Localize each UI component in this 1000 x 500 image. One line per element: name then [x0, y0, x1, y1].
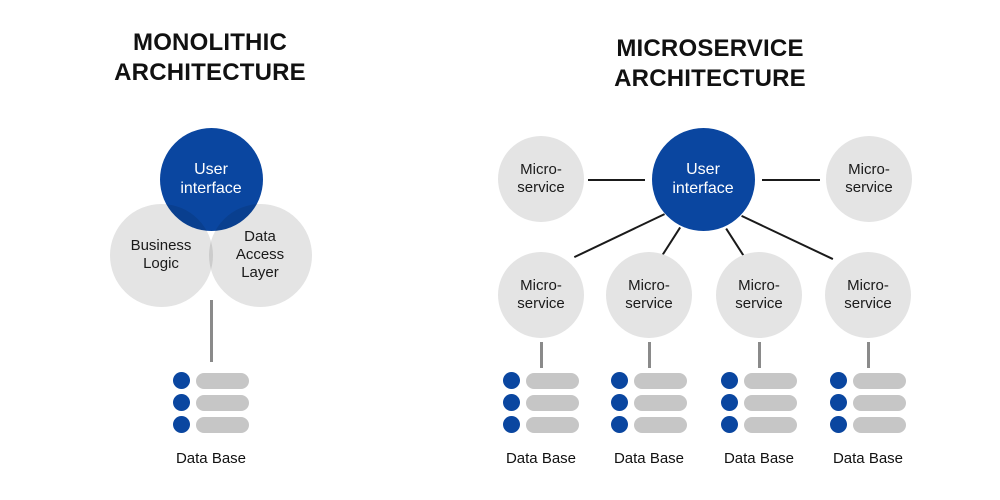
database-row	[173, 416, 249, 433]
database-dot-icon	[503, 394, 520, 411]
database-icon-2	[611, 372, 687, 433]
circle-microservice-3-label: Micro- service	[735, 277, 783, 312]
database-row	[830, 416, 906, 433]
database-dot-icon	[830, 372, 847, 389]
database-bar	[634, 416, 687, 433]
database-row	[503, 372, 579, 389]
circle-microservice-2[interactable]: Micro- service	[606, 252, 692, 338]
database-dot-icon	[721, 394, 738, 411]
monolithic-title-line2: ARCHITECTURE	[114, 59, 306, 86]
circle-microservice-3[interactable]: Micro- service	[716, 252, 802, 338]
database-row	[503, 394, 579, 411]
database-dot-icon	[721, 372, 738, 389]
database-row	[611, 372, 687, 389]
database-icon-1	[503, 372, 579, 433]
circle-user-interface-center-label: User interface	[672, 161, 734, 197]
database-dot-icon	[173, 416, 190, 433]
circle-user-interface-label: User interface	[180, 161, 242, 197]
database-dot-icon	[503, 416, 520, 433]
database-bar	[744, 416, 797, 433]
database-bar	[853, 394, 906, 411]
database-bar	[744, 394, 797, 411]
connector-monolith-to-database	[209, 300, 213, 362]
database-row	[721, 372, 797, 389]
database-icon-monolithic	[173, 372, 249, 433]
database-label-4: Data Base	[832, 450, 904, 467]
database-dot-icon	[721, 416, 738, 433]
database-dot-icon	[173, 394, 190, 411]
circle-data-access-layer-label: Data Access Layer	[235, 228, 285, 281]
database-icon-3	[721, 372, 797, 433]
database-row	[721, 416, 797, 433]
monolithic-title-line1: MONOLITHIC	[133, 29, 287, 56]
database-row	[611, 416, 687, 433]
database-row	[503, 416, 579, 433]
database-dot-icon	[611, 416, 628, 433]
monolithic-title: MONOLITHIC ARCHITECTURE	[60, 28, 360, 88]
connector-ui-to-micro-2	[661, 226, 681, 256]
connector-microleft-to-ui	[588, 179, 645, 181]
database-bar	[853, 416, 906, 433]
connector-micro-1-to-db	[539, 342, 543, 368]
database-row	[830, 372, 906, 389]
circle-microservice-2-label: Micro- service	[625, 277, 673, 312]
circle-microservice-4-label: Micro- service	[844, 277, 892, 312]
database-bar	[526, 394, 579, 411]
database-label-3: Data Base	[723, 450, 795, 467]
database-bar	[634, 372, 687, 389]
connector-micro-4-to-db	[866, 342, 870, 368]
database-bar	[196, 416, 249, 433]
database-bar	[744, 372, 797, 389]
circle-microservice-1-label: Micro- service	[517, 277, 565, 312]
database-bar	[634, 394, 687, 411]
database-dot-icon	[611, 372, 628, 389]
database-row	[611, 394, 687, 411]
database-bar	[196, 372, 249, 389]
database-bar	[526, 372, 579, 389]
database-dot-icon	[503, 372, 520, 389]
circle-user-interface-microservice[interactable]: User interface	[651, 127, 755, 231]
microservice-title-line2: ARCHITECTURE	[614, 65, 806, 92]
database-bar	[196, 394, 249, 411]
connector-micro-3-to-db	[757, 342, 761, 368]
database-label-monolithic: Data Base	[175, 450, 247, 467]
circle-user-interface-monolithic[interactable]: User interface	[159, 127, 263, 231]
database-icon-4	[830, 372, 906, 433]
database-dot-icon	[611, 394, 628, 411]
connector-ui-to-micro-3	[725, 228, 745, 257]
connector-ui-to-microright	[762, 179, 820, 181]
database-label-2: Data Base	[613, 450, 685, 467]
circle-microservice-4[interactable]: Micro- service	[825, 252, 911, 338]
circle-microservice-top-left-label: Micro- service	[517, 161, 565, 196]
database-label-1: Data Base	[505, 450, 577, 467]
microservice-title-line1: MICROSERVICE	[616, 35, 804, 62]
circle-microservice-top-right[interactable]: Micro- service	[826, 136, 912, 222]
database-dot-icon	[830, 416, 847, 433]
database-dot-icon	[173, 372, 190, 389]
circle-business-logic-label: Business Logic	[130, 237, 192, 272]
database-row	[830, 394, 906, 411]
database-row	[721, 394, 797, 411]
circle-microservice-top-left[interactable]: Micro- service	[498, 136, 584, 222]
database-row	[173, 394, 249, 411]
database-dot-icon	[830, 394, 847, 411]
circle-microservice-1[interactable]: Micro- service	[498, 252, 584, 338]
circle-microservice-top-right-label: Micro- service	[845, 161, 893, 196]
database-bar	[526, 416, 579, 433]
database-bar	[853, 372, 906, 389]
database-row	[173, 372, 249, 389]
connector-micro-2-to-db	[647, 342, 651, 368]
microservice-title: MICROSERVICE ARCHITECTURE	[555, 34, 865, 94]
